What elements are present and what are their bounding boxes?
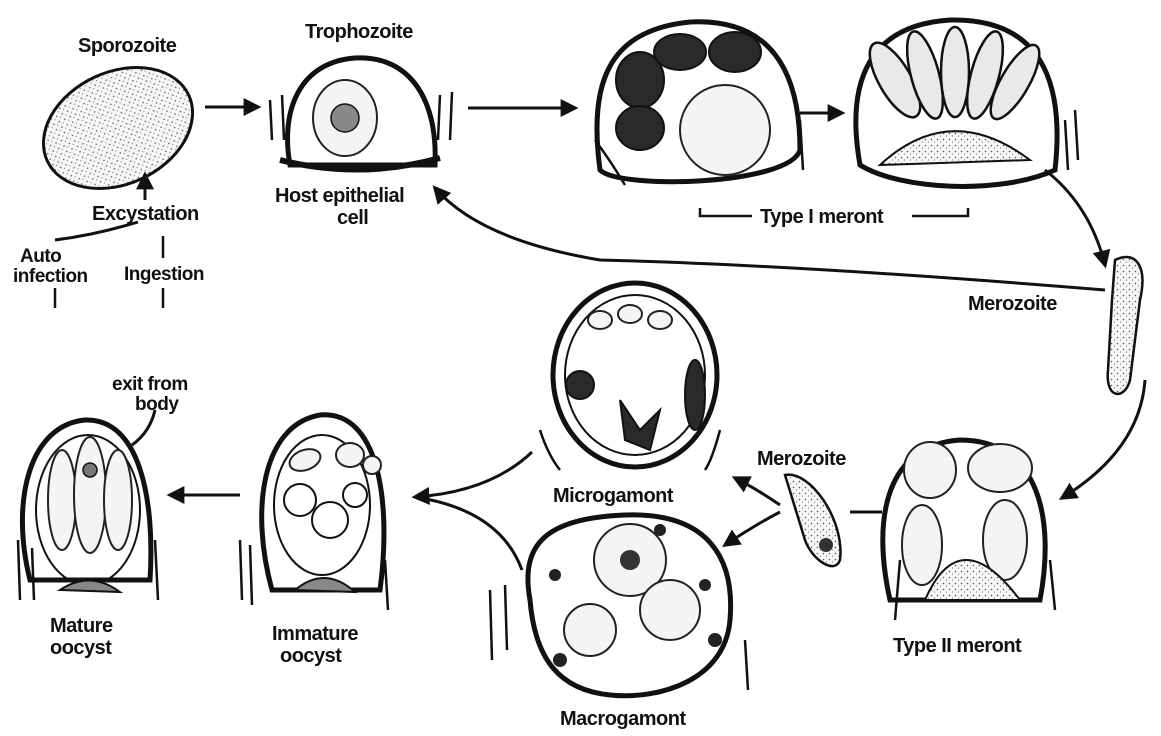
label-host-cell: cell — [337, 207, 368, 229]
label-merozoite-mid: Merozoite — [757, 448, 846, 470]
label-type1-meront: Type I meront — [760, 206, 884, 228]
label-immature: Immature — [272, 623, 358, 645]
label-trophozoite: Trophozoite — [305, 21, 413, 43]
arrow-exit-from-body — [132, 410, 155, 445]
label-excystation: Excystation — [92, 203, 199, 225]
immature-oocyst — [240, 415, 388, 610]
label-host-epithelial: Host epithelial — [275, 185, 404, 207]
label-mature-oocyst: oocyst — [50, 637, 112, 659]
label-exit-from: exit from — [112, 374, 188, 395]
label-ingestion: Ingestion — [124, 264, 204, 285]
mature-oocyst — [18, 420, 158, 600]
arrow-microgamont-to-immature — [415, 452, 532, 497]
label-microgamont: Microgamont — [553, 485, 674, 507]
type1-meront-late — [856, 20, 1078, 186]
merozoite-mid — [785, 475, 840, 566]
merozoite-top — [1108, 257, 1143, 394]
label-body: body — [135, 394, 179, 415]
label-mature: Mature — [50, 615, 113, 637]
arrow-merozoite-to-type2 — [1062, 380, 1145, 498]
macrogamont-cell — [490, 515, 748, 696]
trophozoite-cell — [270, 58, 452, 170]
label-type2-meront: Type II meront — [893, 635, 1022, 657]
type2-meront — [883, 440, 1055, 620]
arrow-type1-to-merozoite — [1045, 170, 1105, 265]
arrow-merozoite-to-microgamont — [735, 478, 780, 505]
label-infection: infection — [13, 266, 88, 287]
microgamont-cell — [540, 283, 720, 470]
arrow-macrogamont-to-immature — [415, 497, 522, 570]
label-sporozoite: Sporozoite — [78, 35, 177, 57]
label-immature-oocyst: oocyst — [280, 645, 342, 667]
arrow-merozoite-to-host — [435, 188, 1105, 290]
sporozoite-cell — [24, 44, 213, 211]
label-macrogamont: Macrogamont — [560, 708, 686, 730]
label-merozoite-top: Merozoite — [968, 293, 1057, 315]
label-auto: Auto — [20, 246, 61, 267]
type1-meront-early — [595, 22, 803, 185]
arrow-merozoite-to-macrogamont — [725, 512, 780, 545]
